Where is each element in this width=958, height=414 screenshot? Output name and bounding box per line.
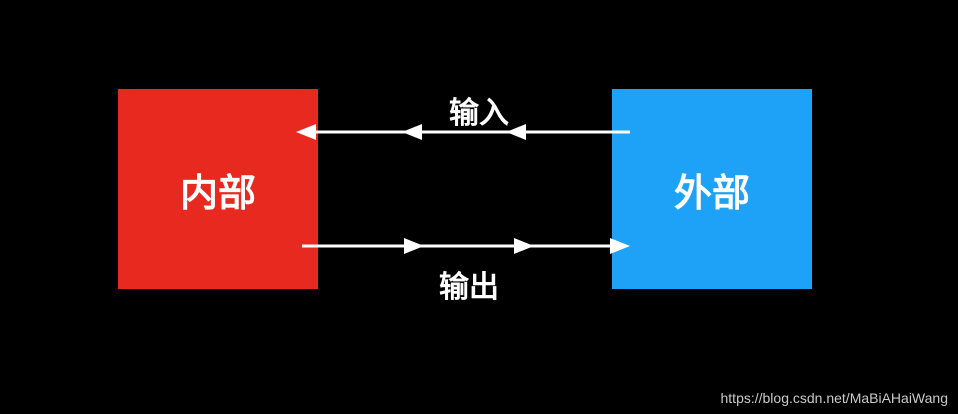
outer-box: 外部 <box>612 89 812 289</box>
inner-box: 内部 <box>118 89 318 289</box>
watermark: https://blog.csdn.net/MaBiAHaiWang <box>720 390 949 406</box>
output-arrow-label: 输出 <box>439 270 499 305</box>
outer-box-label: 外部 <box>673 170 750 215</box>
input-arrow-chevron-2 <box>506 124 526 140</box>
input-arrow-label: 输入 <box>449 96 509 131</box>
output-arrow-chevron-1 <box>404 238 424 254</box>
inner-box-label: 内部 <box>179 170 256 215</box>
input-arrow-chevron-1 <box>402 124 422 140</box>
input-arrow <box>296 124 630 140</box>
input-arrow-head <box>296 124 316 140</box>
output-arrow <box>302 238 630 254</box>
output-arrow-head <box>610 238 630 254</box>
output-arrow-chevron-2 <box>514 238 534 254</box>
